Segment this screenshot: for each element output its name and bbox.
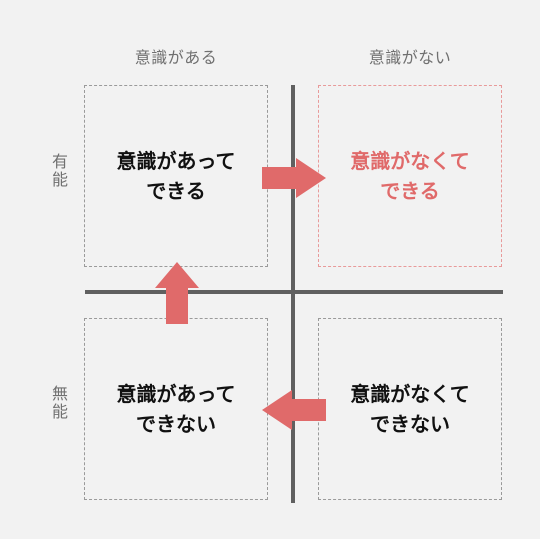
- quadrant-text: 意識があって できない: [117, 379, 236, 439]
- quadrant-line-2: できる: [380, 179, 440, 203]
- quadrant-unconscious-competent: 意識がなくて できる: [318, 85, 502, 267]
- quadrant-text: 意識がなくて できない: [350, 379, 469, 439]
- quadrant-text: 意識がなくて できる: [350, 146, 469, 206]
- quadrant-line-1: 意識があって: [116, 382, 236, 406]
- vertical-axis: [291, 85, 295, 503]
- quadrant-line-1: 意識があって: [116, 149, 236, 173]
- quadrant-conscious-incompetent: 意識があって できない: [84, 318, 268, 500]
- quadrant-line-1: 意識がなくて: [350, 149, 470, 173]
- row-label-competent: 有能: [49, 153, 68, 189]
- quadrant-text: 意識があって できる: [117, 146, 236, 206]
- quadrant-conscious-competent: 意識があって できる: [84, 85, 268, 267]
- row-label-incompetent: 無能: [49, 385, 68, 421]
- arrow-right-icon: [262, 158, 326, 198]
- column-label-unconscious: 意識がない: [368, 48, 452, 67]
- column-label-conscious: 意識がある: [134, 48, 218, 67]
- quadrant-line-2: できない: [370, 412, 450, 436]
- arrow-up-icon: [155, 262, 199, 324]
- quadrant-unconscious-incompetent: 意識がなくて できない: [318, 318, 502, 500]
- horizontal-axis: [85, 290, 503, 294]
- quadrant-line-1: 意識がなくて: [350, 382, 470, 406]
- quadrant-line-2: できない: [136, 412, 216, 436]
- quadrant-line-2: できる: [146, 179, 206, 203]
- arrow-left-icon: [262, 390, 326, 430]
